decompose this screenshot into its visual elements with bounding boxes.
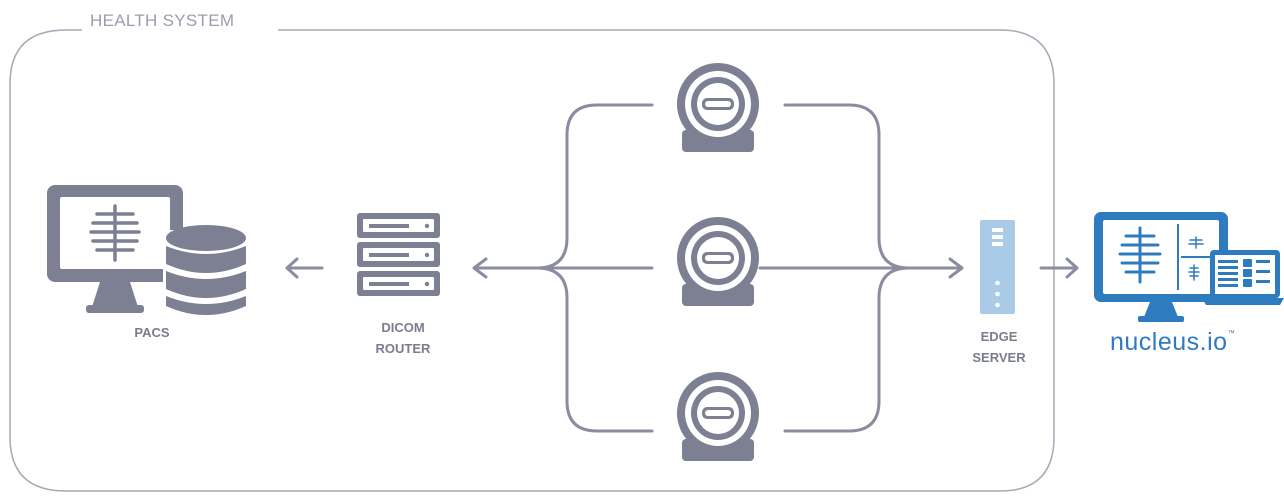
scanner-icon [677, 63, 759, 152]
modality-top-to-router-line [535, 103, 654, 270]
pacs-label: PACS [134, 325, 169, 340]
nucleus-brand-wordmark: nucleus.io™ [1110, 328, 1235, 356]
brand-dot: . [1200, 328, 1207, 356]
edge-arrow-head [948, 257, 964, 279]
modality-scanner-top [677, 63, 759, 152]
scanner-icon [677, 372, 759, 461]
modality-scanner-middle [677, 217, 759, 306]
router-arrow-head [472, 257, 488, 279]
router-icon [357, 212, 441, 296]
edge-server-label-line2: SERVER [972, 350, 1026, 365]
brand-suffix: io [1207, 328, 1227, 356]
dicom-router-label-line2: ROUTER [376, 341, 432, 356]
health-system-boundary: HEALTH SYSTEM [9, 11, 1055, 492]
pacs-node: PACS [47, 185, 249, 340]
edge-server-label-line1: EDGE [981, 329, 1018, 344]
brand-main: nucleus [1110, 328, 1200, 356]
modality-scanner-bottom [677, 372, 759, 461]
nucleus-devices-icon [1094, 212, 1284, 322]
dicom-router-label-line1: DICOM [381, 320, 424, 335]
pacs-arrow-head [285, 257, 299, 279]
nucleus-node: nucleus.io™ [1094, 212, 1284, 356]
pacs-database-icon [163, 225, 249, 315]
modality-bottom-to-edge-line [783, 266, 911, 433]
edge-server-icon [980, 220, 1015, 314]
modality-bottom-to-router-line [535, 266, 654, 433]
brand-tm: ™ [1228, 330, 1235, 337]
nucleus-arrow-head [1065, 257, 1079, 279]
health-system-title: HEALTH SYSTEM [90, 11, 234, 30]
pacs-workstation-icon [47, 185, 183, 313]
connection-lines [285, 103, 1079, 433]
modality-top-to-edge-line [783, 103, 911, 270]
edge-server-node: EDGE SERVER [972, 220, 1026, 365]
scanner-icon [677, 217, 759, 306]
dicom-router-node: DICOM ROUTER [357, 212, 441, 356]
